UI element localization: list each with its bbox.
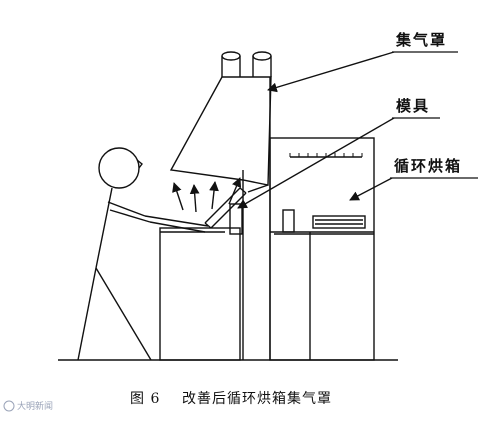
oven-item-small bbox=[282, 209, 295, 233]
airflow-arrows bbox=[172, 177, 242, 213]
watermark-logo-icon bbox=[3, 400, 15, 412]
circulation-oven bbox=[269, 137, 375, 361]
leader-hood bbox=[267, 51, 395, 93]
figure-number: 图 6 bbox=[130, 391, 160, 407]
label-mold: 模具 bbox=[396, 97, 430, 115]
oven-tray bbox=[312, 215, 366, 229]
mold-base bbox=[229, 203, 243, 235]
collection-hood bbox=[169, 76, 272, 186]
label-hood: 集气罩 bbox=[395, 31, 447, 49]
mold-plate bbox=[204, 187, 247, 229]
operator-figure bbox=[77, 147, 209, 361]
figure-title: 改善后循环烘箱集气罩 bbox=[182, 390, 332, 407]
leader-oven bbox=[349, 177, 393, 201]
leader-mold bbox=[237, 117, 395, 209]
oven-scale-ticks bbox=[289, 153, 363, 157]
label-oven: 循环烘箱 bbox=[394, 157, 462, 175]
work-table bbox=[159, 227, 241, 361]
support-column bbox=[242, 77, 271, 360]
watermark-text: 大明新闻 bbox=[17, 400, 53, 412]
exhaust-duct bbox=[221, 51, 272, 77]
